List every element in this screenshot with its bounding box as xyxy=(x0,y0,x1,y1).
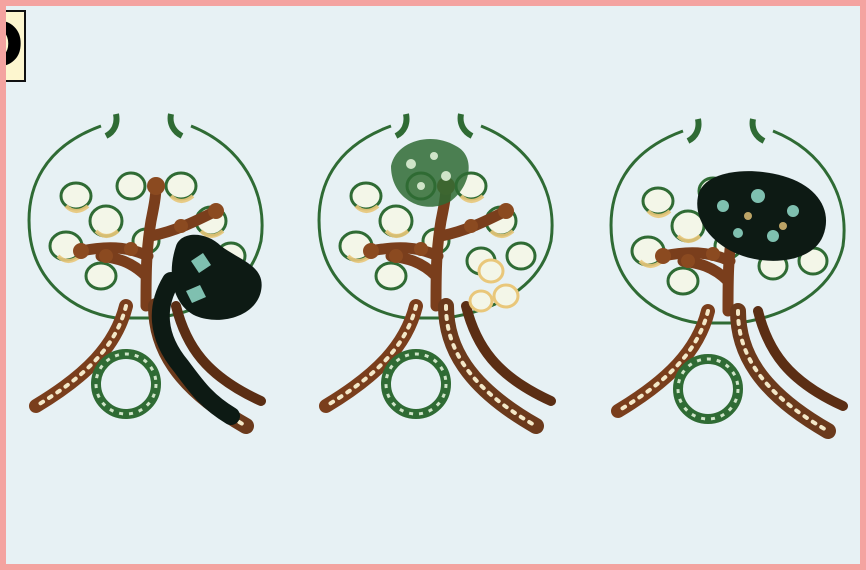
lobule-diagram-2 xyxy=(319,114,552,426)
lobule-diagram-3 xyxy=(611,119,844,431)
lung-lobule-illustration xyxy=(6,6,860,564)
lobule-diagram-1 xyxy=(29,114,262,426)
panel-label-text: D xyxy=(6,13,24,79)
panel-label: D xyxy=(6,10,26,82)
